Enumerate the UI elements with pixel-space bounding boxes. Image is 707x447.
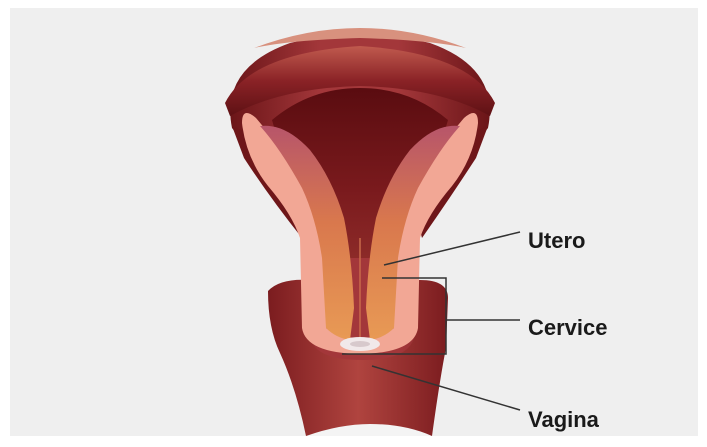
label-vagina: Vagina (528, 409, 599, 431)
label-utero: Utero (528, 230, 585, 252)
label-cervice: Cervice (528, 317, 608, 339)
uterus-illustration (10, 8, 698, 436)
anatomy-figure: Utero Cervice Vagina (10, 8, 698, 436)
uterus-shape (225, 28, 495, 360)
